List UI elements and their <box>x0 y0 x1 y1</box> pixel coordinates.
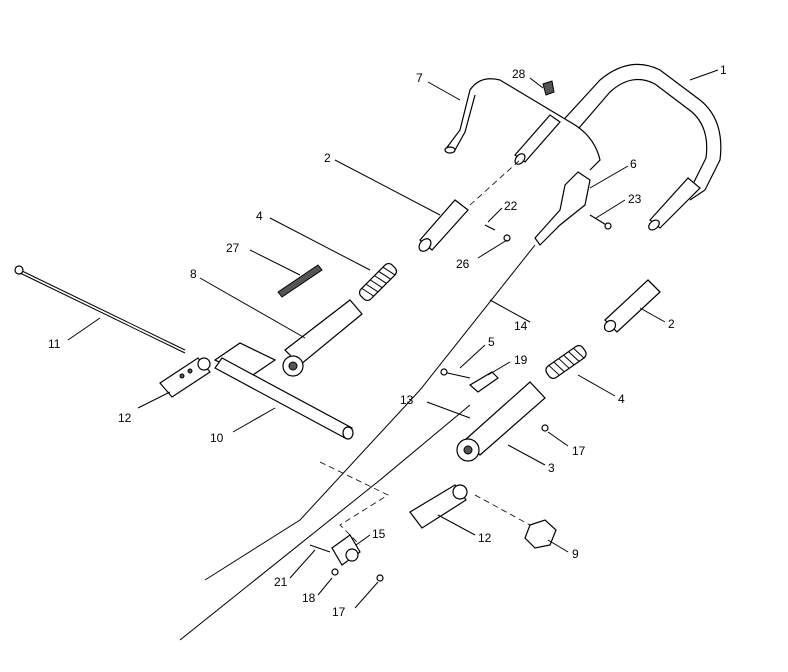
callout-2-right: 2 <box>668 317 675 331</box>
pin-21 <box>309 544 331 553</box>
callout-13: 13 <box>400 393 414 407</box>
rod-13 <box>179 404 471 641</box>
knob-9 <box>524 519 557 549</box>
nut-17 <box>541 424 549 432</box>
right-tube-2 <box>603 279 661 333</box>
callout-5: 5 <box>488 335 495 349</box>
bracket-12-left <box>159 357 211 398</box>
bracket <box>534 171 612 246</box>
callout-17-right: 17 <box>572 444 586 458</box>
bolt-5-lever-19 <box>440 368 499 393</box>
callout-8: 8 <box>190 267 197 281</box>
callout-27: 27 <box>226 241 240 255</box>
callout-12-right: 12 <box>478 531 492 545</box>
callout-21: 21 <box>274 575 288 589</box>
callout-18: 18 <box>302 591 316 605</box>
spring-right <box>545 345 587 379</box>
callout-labels: 1 28 7 6 2 22 23 4 27 26 8 14 2 11 5 19 … <box>48 63 727 619</box>
plate-10 <box>213 342 354 440</box>
upper-tube-assembly <box>418 159 521 252</box>
spring-upper <box>358 262 398 302</box>
washer-18 <box>331 568 339 576</box>
guide-lines <box>319 461 389 546</box>
callout-10: 10 <box>210 431 224 445</box>
bracket-15 <box>331 534 361 566</box>
leader-lines <box>67 69 719 609</box>
handle-tube-8 <box>282 299 363 377</box>
callout-15: 15 <box>372 527 386 541</box>
pin-28 <box>542 80 555 96</box>
callout-1: 1 <box>720 63 727 77</box>
callout-17-bottom: 17 <box>332 605 346 619</box>
bail-lever <box>444 78 601 171</box>
callout-6: 6 <box>630 157 637 171</box>
callout-14: 14 <box>514 319 528 333</box>
rod-11 <box>14 265 186 354</box>
callout-26: 26 <box>456 257 470 271</box>
bracket-12-right <box>409 484 468 529</box>
callout-4-right: 4 <box>618 392 625 406</box>
callout-2-upper: 2 <box>324 151 331 165</box>
handle-tube-3 <box>456 381 546 462</box>
cable-14 <box>204 244 536 581</box>
callout-12-left: 12 <box>118 411 132 425</box>
nut-17b <box>376 574 384 582</box>
decal-27 <box>277 264 323 298</box>
callout-7: 7 <box>416 71 423 85</box>
callout-11: 11 <box>48 337 61 351</box>
callout-3: 3 <box>548 461 555 475</box>
callout-28: 28 <box>512 67 526 81</box>
callout-22: 22 <box>504 199 518 213</box>
callout-9: 9 <box>572 547 579 561</box>
callout-19: 19 <box>514 353 528 367</box>
callout-23: 23 <box>628 192 642 206</box>
callout-4-upper: 4 <box>256 209 263 223</box>
